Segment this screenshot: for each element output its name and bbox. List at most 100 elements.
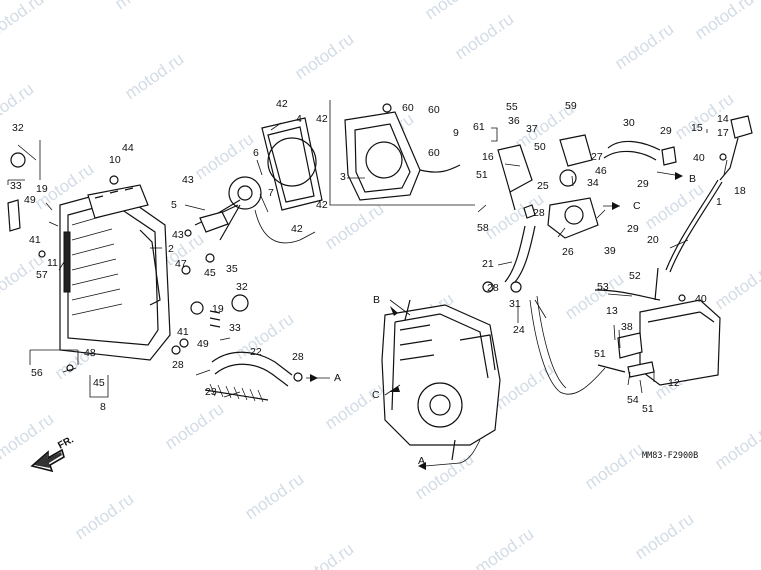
watermark-text: motod.ru xyxy=(321,379,387,433)
callout-40-1: 40 xyxy=(693,152,705,164)
callout-51-1: 51 xyxy=(476,169,488,181)
callout-50: 50 xyxy=(534,141,546,153)
watermark-text: motod.ru xyxy=(231,309,297,363)
callout-28-4: 28 xyxy=(292,351,304,363)
watermark-text: motod.ru xyxy=(421,0,487,23)
callout-56: 56 xyxy=(31,367,43,379)
callout-12: 12 xyxy=(668,377,680,389)
engine-illustration xyxy=(381,299,501,461)
reservoir-tank-illustration xyxy=(594,115,753,386)
callout-6: 6 xyxy=(253,147,259,159)
callout-labels: 1234567891011121314151617181920212223242… xyxy=(10,98,746,415)
fan-assembly-illustration xyxy=(179,117,323,348)
callout-46: 46 xyxy=(595,165,607,177)
callout-13: 13 xyxy=(606,305,618,317)
callout-43-1: 43 xyxy=(182,174,194,186)
callout-31: 31 xyxy=(509,298,521,310)
callout-35: 35 xyxy=(226,263,238,275)
connector-A-2: A xyxy=(418,455,425,467)
callout-33: 33 xyxy=(10,180,22,192)
callout-42-1: 42 xyxy=(276,98,288,110)
callout-38: 38 xyxy=(621,321,633,333)
front-direction-arrow xyxy=(30,448,65,473)
callout-36: 36 xyxy=(508,115,520,127)
watermark-text: motod.ru xyxy=(691,0,757,43)
callout-37: 37 xyxy=(526,123,538,135)
callout-60-3: 60 xyxy=(428,147,440,159)
callout-20: 20 xyxy=(647,234,659,246)
callout-53: 53 xyxy=(597,281,609,293)
callout-26: 26 xyxy=(562,246,574,258)
connector-arrows xyxy=(310,172,683,470)
callout-42-2: 42 xyxy=(316,113,328,125)
callout-32: 32 xyxy=(12,122,24,134)
watermark-text: motod.ru xyxy=(0,0,47,43)
callout-15: 15 xyxy=(691,122,703,134)
callout-28-1: 28 xyxy=(533,207,545,219)
callout-34: 34 xyxy=(587,177,599,189)
callout-24: 24 xyxy=(513,324,525,336)
callout-19: 19 xyxy=(36,183,48,195)
callout-51-3: 51 xyxy=(642,403,654,415)
callout-45-1: 45 xyxy=(204,267,216,279)
watermark-text: motod.ru xyxy=(111,0,177,13)
callout-16: 16 xyxy=(482,151,494,163)
lower-hose-illustration xyxy=(204,351,303,403)
callout-60-2: 60 xyxy=(428,104,440,116)
callout-45-2: 45 xyxy=(93,377,105,389)
connector-B-1: B xyxy=(689,173,696,185)
callout-10: 10 xyxy=(109,154,121,166)
callout-47: 47 xyxy=(175,258,187,270)
grouping-brackets xyxy=(7,100,708,398)
watermark-text: motod.ru xyxy=(491,359,557,413)
callout-44: 44 xyxy=(122,142,134,154)
callout-3: 3 xyxy=(340,171,346,183)
callout-27: 27 xyxy=(591,151,603,163)
callout-29-2: 29 xyxy=(637,178,649,190)
watermark-text: motod.ru xyxy=(321,199,387,253)
callout-39: 39 xyxy=(604,245,616,257)
callout-51-2: 51 xyxy=(594,348,606,360)
callout-22: 22 xyxy=(250,346,262,358)
connector-A-1: A xyxy=(334,372,341,384)
thermostat-housing-illustration xyxy=(344,103,599,293)
watermark-text: motod.ru xyxy=(571,0,637,3)
callout-52: 52 xyxy=(629,270,641,282)
watermark-text: motod.ru xyxy=(121,49,187,103)
callout-5: 5 xyxy=(171,199,177,211)
callout-48: 48 xyxy=(84,347,96,359)
callout-32-extra: 32 xyxy=(236,281,248,293)
watermark-text: motod.ru xyxy=(291,539,357,570)
callout-33-extra: 33 xyxy=(229,322,241,334)
leader-lines xyxy=(45,122,728,398)
watermark-text: motod.ru xyxy=(291,29,357,83)
direction-label: FR. xyxy=(56,434,76,451)
watermark-text: motod.ru xyxy=(711,259,761,313)
callout-30: 30 xyxy=(623,117,635,129)
watermark-text: motod.ru xyxy=(451,9,517,63)
watermark-text: motod.ru xyxy=(191,129,257,183)
callout-23: 23 xyxy=(205,386,217,398)
callout-54: 54 xyxy=(627,394,639,406)
watermark-text: motod.ru xyxy=(71,489,137,543)
callout-9: 9 xyxy=(453,127,459,139)
callout-2: 2 xyxy=(168,243,174,255)
callout-29-3: 29 xyxy=(627,223,639,235)
callout-43-2: 43 xyxy=(172,229,184,241)
callout-57: 57 xyxy=(36,269,48,281)
callout-42-3: 42 xyxy=(316,199,328,211)
callout-61: 61 xyxy=(473,121,485,133)
callout-21: 21 xyxy=(482,258,494,270)
callout-41-1: 41 xyxy=(29,234,41,246)
callout-60-1: 60 xyxy=(402,102,414,114)
watermark-text: motod.ru xyxy=(711,419,761,473)
watermark-text: motod.ru xyxy=(611,19,677,73)
drawing-code: MM83-F2900B xyxy=(642,451,698,461)
callout-11: 11 xyxy=(47,257,58,269)
callout-4: 4 xyxy=(296,113,302,125)
callout-28-3: 28 xyxy=(172,359,184,371)
callout-1: 1 xyxy=(716,196,722,208)
hose-lines xyxy=(306,171,676,467)
